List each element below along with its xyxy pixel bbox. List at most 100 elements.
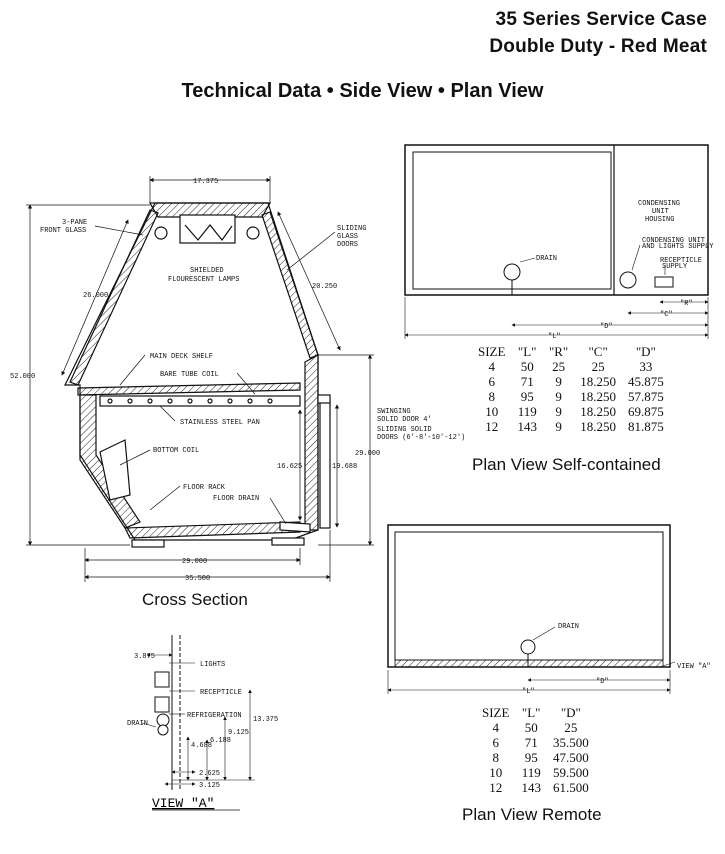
plan-remote-size-table: SIZE "L" "D" 4 50 25 6 71 35.500 8 95 47… [476, 705, 595, 795]
table-row: 8 95 47.500 [476, 750, 595, 765]
plan-self-label-receptacle-2: SUPPLY [662, 263, 688, 271]
plan-remote-dim-d: "D" [596, 678, 609, 686]
table-cell: 8 [492, 750, 499, 765]
plan-self-dim-d: "D" [600, 323, 613, 331]
table-cell: 50 [520, 359, 534, 374]
plan-self-drawing [404, 144, 709, 339]
table-cell: 25 [591, 359, 605, 374]
table-cell: 57.875 [628, 389, 664, 404]
label-swinging-door-line2: SOLID DOOR 4' [377, 416, 432, 424]
label-front-glass-line2: FRONT GLASS [40, 227, 86, 235]
plan-remote-dim-l: "L" [522, 688, 535, 696]
view-a-dim-3: 9.125 [228, 729, 249, 737]
table-cell: 59.500 [552, 765, 589, 780]
housing-label-line3: HOUSING [645, 216, 674, 224]
table-cell: 9 [555, 374, 562, 389]
table-header-cell: "L" [521, 705, 541, 720]
table-cell: 9 [555, 389, 562, 404]
table-cell: 25 [564, 720, 578, 735]
table-cell: 6 [488, 374, 495, 389]
dim-rear-glass-length: 20.250 [312, 283, 337, 291]
plan-self-label-condensing-2: AND LIGHTS SUPPLY [642, 243, 714, 251]
label-floor-rack: FLOOR RACK [183, 484, 226, 492]
table-row: 12 143 61.500 [476, 780, 595, 795]
table-cell: 25 [552, 359, 566, 374]
table-row: 10 119 59.500 [476, 765, 595, 780]
table-cell: 8 [488, 389, 495, 404]
table-header-row: SIZE "L" "D" [476, 705, 595, 720]
plan-self-dim-c: "C" [660, 311, 673, 319]
table-cell: 4 [488, 359, 495, 374]
table-cell: 4 [492, 720, 499, 735]
label-floor-drain: FLOOR DRAIN [213, 495, 259, 503]
table-cell: 12 [489, 780, 503, 795]
view-a-drawing [141, 635, 255, 790]
table-header-cell: SIZE [482, 705, 510, 720]
dim-overall-height: 52.000 [10, 373, 35, 381]
housing-label-line2: UNIT [652, 208, 669, 216]
table-cell: 10 [485, 404, 499, 419]
housing-label-line1: CONDENSING [638, 200, 680, 208]
dim-door-height: 19.688 [332, 463, 357, 471]
label-swinging-door-line1: SWINGING [377, 408, 411, 416]
view-a-dim-7: 3.125 [199, 782, 220, 790]
view-a-title: VIEW "A" [152, 796, 214, 811]
table-header-row: SIZE "L" "R" "C" "D" [472, 344, 670, 359]
label-sliding-glass-line3: DOORS [337, 241, 358, 249]
dim-rear-height: 29.000 [355, 450, 380, 458]
view-a-label-lights: LIGHTS [200, 661, 225, 669]
label-lamps-line2: FLOURESCENT LAMPS [168, 276, 239, 284]
dim-inner-height: 16.625 [277, 463, 302, 471]
header-title-line2: Double Duty - Red Meat [489, 36, 707, 57]
view-a-dim-5: 4.688 [191, 742, 212, 750]
table-row: 8 95 9 18.250 57.875 [472, 389, 670, 404]
table-cell: 47.500 [552, 750, 589, 765]
table-row: 10 119 9 18.250 69.875 [472, 404, 670, 419]
header-title-line1: 35 Series Service Case [495, 9, 707, 30]
dim-front-glass-length: 26.000 [83, 292, 108, 300]
table-row: 4 50 25 [476, 720, 595, 735]
label-front-glass-line1: 3-PANE [62, 219, 87, 227]
table-header-cell: SIZE [478, 344, 506, 359]
plan-self-caption: Plan View Self-contained [472, 455, 661, 474]
table-header-cell: "R" [548, 344, 569, 359]
bare-tube-coil [107, 398, 273, 404]
table-cell: 95 [524, 750, 538, 765]
dim-inner-depth: 29.000 [182, 558, 207, 566]
label-main-deck: MAIN DECK SHELF [150, 353, 213, 361]
label-sliding-glass-line2: GLASS [337, 233, 358, 241]
table-cell: 9 [555, 419, 562, 434]
table-row: 12 143 9 18.250 81.875 [472, 419, 670, 434]
table-header-cell: "D" [560, 705, 581, 720]
table-row: 6 71 9 18.250 45.875 [472, 374, 670, 389]
plan-remote-label-view-a: VIEW "A" [677, 663, 711, 671]
cross-section-drawing [26, 176, 374, 582]
table-cell: 71 [524, 735, 538, 750]
plan-remote-label-drain: DRAIN [558, 623, 579, 631]
label-bottom-coil: BOTTOM COIL [153, 447, 199, 455]
label-sliding-glass-line1: SLIDING [337, 225, 366, 233]
plan-remote-drawing [387, 524, 676, 694]
table-cell: 18.250 [580, 419, 616, 434]
table-header-cell: "C" [588, 344, 608, 359]
cross-section-caption: Cross Section [142, 590, 248, 609]
table-cell: 69.875 [628, 404, 664, 419]
view-a-dim-6: 2.625 [199, 770, 220, 778]
view-a-dim-1: 3.875 [134, 653, 155, 661]
table-cell: 35.500 [552, 735, 589, 750]
table-cell: 18.250 [580, 389, 616, 404]
plan-self-label-condensing-1: CONDENSING UNIT [642, 237, 705, 245]
dim-top-width: 17.375 [193, 178, 218, 186]
table-cell: 10 [489, 765, 503, 780]
label-sliding-solid-line1: SLIDING SOLID [377, 426, 432, 434]
label-lamps-line1: SHIELDED [190, 267, 224, 275]
table-cell: 33 [639, 359, 653, 374]
label-stainless-pan: STAINLESS STEEL PAN [180, 419, 260, 427]
view-a-dim-4: 6.188 [210, 737, 231, 745]
dim-overall-depth: 35.500 [185, 575, 210, 583]
table-cell: 81.875 [628, 419, 664, 434]
plan-remote-caption: Plan View Remote [462, 805, 602, 824]
table-cell: 119 [517, 404, 537, 419]
view-a-dim-2: 13.375 [253, 716, 278, 724]
table-cell: 143 [521, 780, 541, 795]
